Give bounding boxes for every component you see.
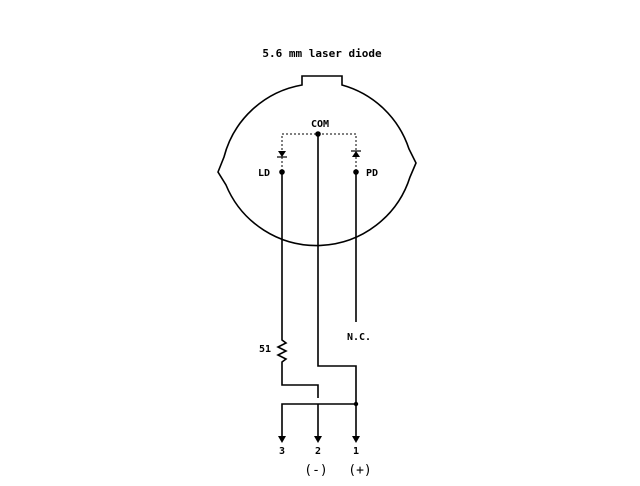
terminal-1-label: 1 xyxy=(353,446,359,457)
package-outline xyxy=(217,75,417,247)
ld-lead xyxy=(276,172,319,398)
pd-label: PD xyxy=(366,168,378,179)
terminal-2-arrow-icon xyxy=(314,436,322,443)
terminal-3-arrow-icon xyxy=(278,436,286,443)
minus-polarity-label: (-) xyxy=(304,463,327,478)
com-label: COM xyxy=(311,119,329,130)
plus-polarity-label: (+) xyxy=(348,463,371,478)
laser-diode-symbol xyxy=(277,151,287,158)
nc-label: N.C. xyxy=(347,332,371,343)
ld-label: LD xyxy=(258,168,270,179)
diagram-title: 5.6 mm laser diode xyxy=(262,47,382,60)
photodiode-symbol xyxy=(351,150,361,157)
terminal-2-label: 2 xyxy=(315,446,321,457)
terminal-1-arrow-icon xyxy=(352,436,360,443)
bottom-bus xyxy=(281,403,356,440)
com-lead xyxy=(317,134,357,404)
resistor-label: 51 xyxy=(259,344,271,355)
terminal-3-label: 3 xyxy=(279,446,285,457)
